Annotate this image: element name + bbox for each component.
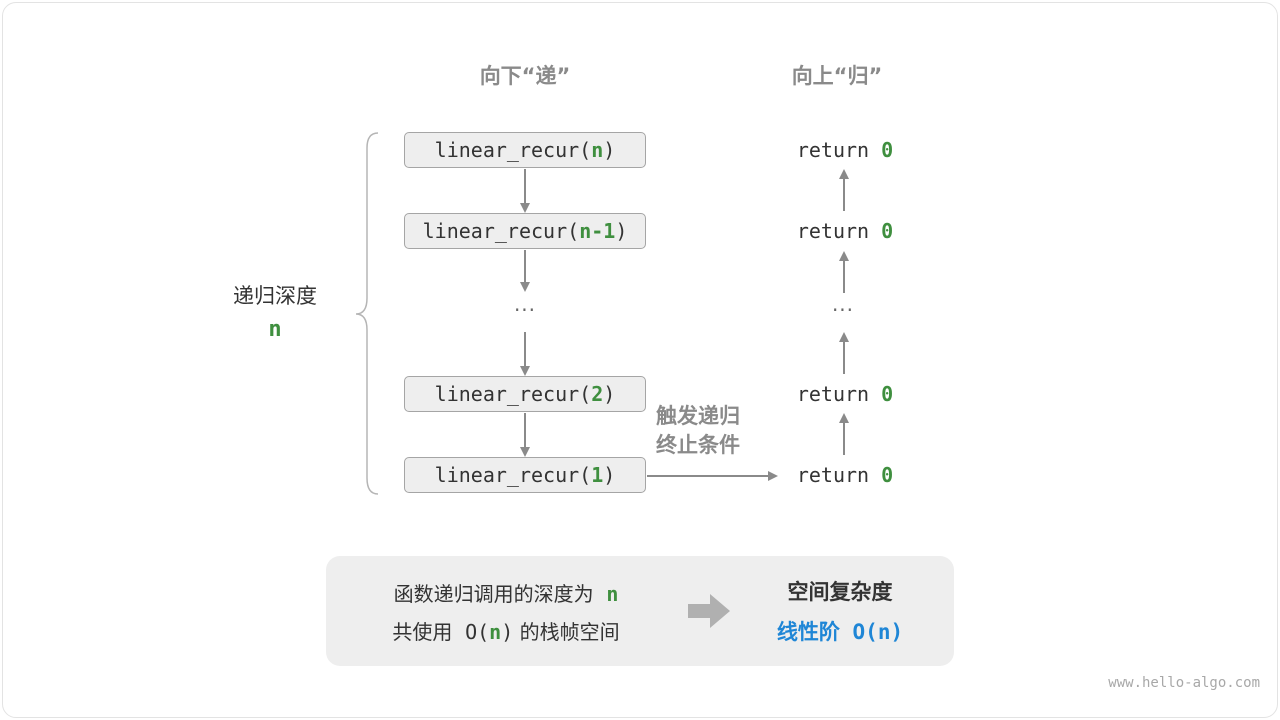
call-ellipsis: ···	[513, 298, 537, 322]
return-ellipsis: ···	[831, 298, 855, 322]
summary-space-o: O(	[465, 620, 490, 644]
return-keyword: return	[796, 138, 870, 162]
return-row: return 0	[760, 457, 930, 493]
return-value: 0	[881, 219, 894, 243]
summary-space-var: n	[489, 620, 502, 644]
return-row: return 0	[760, 376, 930, 412]
call-arg: 1	[591, 463, 604, 487]
call-suffix: )	[603, 463, 616, 487]
call-suffix: )	[603, 138, 616, 162]
termination-note: 触发递归 终止条件	[656, 402, 776, 460]
call-arg: 2	[591, 382, 604, 406]
return-row: return 0	[760, 213, 930, 249]
return-keyword: return	[796, 463, 870, 487]
header-recurse-down: 向下“递”	[479, 64, 571, 88]
depth-label: 递归深度	[233, 284, 317, 308]
return-keyword: return	[796, 382, 870, 406]
space-complexity-title: 空间复杂度	[787, 580, 893, 604]
call-arg: n	[591, 138, 604, 162]
return-keyword: return	[796, 219, 870, 243]
right-arrow-icon	[688, 594, 730, 628]
call-suffix: )	[603, 382, 616, 406]
depth-variable: n	[268, 317, 282, 342]
return-value: 0	[881, 138, 894, 162]
termination-note-line2: 终止条件	[656, 433, 740, 457]
summary-space-post: 的栈帧空间	[519, 620, 620, 644]
call-box-n-minus-1: linear_recur(n-1)	[404, 213, 646, 249]
summary-line-space: 共使用 O(n) 的栈帧空间	[356, 616, 656, 645]
return-row: return 0	[760, 132, 930, 168]
call-prefix: linear_recur(	[434, 138, 592, 162]
header-return-up: 向上“归”	[791, 64, 883, 88]
call-prefix: linear_recur(	[434, 463, 592, 487]
summary-space-pre: 共使用	[392, 620, 453, 644]
summary-line-depth: 函数递归调用的深度为 n	[356, 578, 656, 607]
return-value: 0	[881, 382, 894, 406]
call-prefix: linear_recur(	[434, 382, 592, 406]
summary-panel: 函数递归调用的深度为 n 共使用 O(n) 的栈帧空间 空间复杂度 线性阶 O(…	[326, 556, 954, 666]
watermark: www.hello-algo.com	[1108, 675, 1260, 691]
call-suffix: )	[615, 219, 628, 243]
call-box-n: linear_recur(n)	[404, 132, 646, 168]
summary-space-close: )	[501, 620, 514, 644]
call-box-2: linear_recur(2)	[404, 376, 646, 412]
call-arg: n-1	[579, 219, 616, 243]
summary-depth-text: 函数递归调用的深度为	[393, 582, 594, 606]
return-value: 0	[881, 463, 894, 487]
space-complexity-result: 线性阶 O(n)	[776, 620, 904, 644]
call-box-1: linear_recur(1)	[404, 457, 646, 493]
termination-note-line1: 触发递归	[656, 404, 740, 428]
call-prefix: linear_recur(	[422, 219, 580, 243]
summary-depth-var: n	[606, 582, 619, 606]
